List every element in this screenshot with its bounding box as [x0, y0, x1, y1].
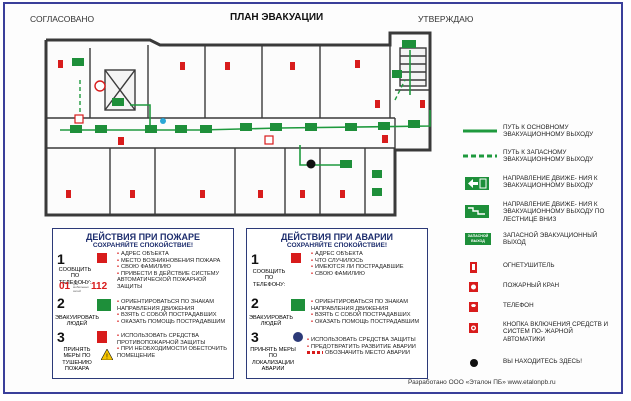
header-approved-left: СОГЛАСОВАНО: [30, 14, 95, 24]
fire-phone-note: для мобильных сетей: [73, 282, 89, 293]
accident-step-2-num: 2: [251, 295, 259, 311]
exit-sign-icon: [291, 299, 305, 311]
list-item: •ОКАЗАТЬ ПОМОЩЬ ПОСТРАДАВШИМ: [117, 318, 226, 325]
extinguisher-markers: [58, 60, 425, 198]
alarm-button-icon: [469, 323, 478, 333]
fire-step-2-num: 2: [57, 295, 65, 311]
legend-reserve-exit: ЗАПАСНОЙ ВЫХОД ЗАПАСНОЙ ЭВАКУАЦИОННЫЙ ВЫ…: [463, 232, 613, 248]
list-item: •ОРИЕНТИРОВАТЬСЯ ПО ЗНАКАМ НАПРАВЛЕНИЯ Д…: [311, 299, 408, 312]
accident-panel-title: ДЕЙСТВИЯ ПРИ АВАРИИ: [280, 232, 394, 242]
list-item: •ЧТО СЛУЧИЛОСЬ: [311, 257, 364, 264]
list-item: •ИСПОЛЬЗОВАТЬ СРЕДСТВА ПРОТИВОПОЖАРНОЙ З…: [117, 333, 206, 346]
reserve-evacuation-route: [79, 79, 406, 118]
fire-step-1-bullets: •АДРЕС ОБЪЕКТА •МЕСТО ВОЗНИКНОВЕНИЯ ПОЖА…: [117, 251, 231, 291]
legend-you-are-here: ВЫ НАХОДИТЕСЬ ЗДЕСЬ!: [463, 358, 613, 370]
list-item: •АДРЕС ОБЪЕКТА: [311, 251, 363, 257]
fire-step-3-num: 3: [57, 329, 65, 345]
you-are-here-dot-icon: [470, 359, 478, 367]
fire-phone-01: 01: [59, 281, 71, 292]
list-item: •АДРЕС ОБЪЕКТА: [117, 251, 169, 257]
legend-extinguisher: ОГНЕТУШИТЕЛЬ: [463, 262, 613, 274]
floor-plan: [44, 31, 432, 217]
list-item: •ВЗЯТЬ С СОБОЙ ПОСТРАДАВШИХ: [311, 312, 411, 319]
legend-main-route: ПУТЬ К ОСНОВНОМУ ЭВАКУАЦИОННОМУ ВЫХОДУ: [463, 124, 613, 146]
accident-step-2-bullets: •ОРИЕНТИРОВАТЬСЯ ПО ЗНАКАМ НАПРАВЛЕНИЯ Д…: [311, 299, 425, 325]
reserve-route-line-icon: [463, 154, 497, 158]
blue-marker: [160, 118, 166, 124]
fire-step-3-bullets: •ИСПОЛЬЗОВАТЬ СРЕДСТВА ПРОТИВОПОЖАРНОЙ З…: [117, 333, 231, 359]
developer-footer: Разработано ООО «Эталон ПБ» www.etalonpb…: [408, 379, 556, 386]
outer-walls: [44, 31, 432, 217]
fire-actions-panel: ДЕЙСТВИЯ ПРИ ПОЖАРЕ СОХРАНЯЙТЕ СПОКОЙСТВ…: [52, 228, 234, 379]
accident-panel-subtitle: СОХРАНЯЙТЕ СПОКОЙСТВИЕ!: [286, 242, 388, 249]
phone-icon: [97, 253, 107, 263]
stairs-down-sign-icon: [465, 205, 489, 218]
phone-icon: [291, 253, 301, 263]
no-smoking-sign: [94, 80, 106, 92]
legend-fire-hydrant: ПОЖАРНЫЙ КРАН: [463, 282, 613, 294]
svg-text:!: !: [106, 354, 108, 361]
list-item: •ОРИЕНТИРОВАТЬСЯ ПО ЗНАКАМ НАПРАВЛЕНИЯ Д…: [117, 299, 214, 312]
extinguisher-icon: [97, 331, 107, 343]
accident-step-3-num: 3: [251, 329, 259, 345]
list-item: •ПРИ НЕОБХОДИМОСТИ ОБЕСТОЧИТЬ ПОМЕЩЕНИЕ: [117, 346, 228, 359]
legend-reserve-route: ПУТЬ К ЗАПАСНОМУ ЭВАКУАЦИОННОМУ ВЫХОДУ: [463, 149, 613, 171]
legend-phone: ТЕЛЕФОН: [463, 302, 613, 314]
exit-sign-icon: [97, 299, 111, 311]
list-item: •ОБОЗНАЧИТЬ МЕСТО АВАРИИ: [307, 350, 425, 357]
accident-step-3-bullets: •ИСПОЛЬЗОВАТЬ СРЕДСТВА ЗАЩИТЫ •ПРЕДОТВРА…: [307, 337, 425, 357]
reserve-exit-sign-icon: ЗАПАСНОЙ ВЫХОД: [465, 233, 491, 245]
legend-alarm-button: КНОПКА ВКЛЮЧЕНИЯ СРЕДСТВ И СИСТЕМ ПО- ЖА…: [463, 321, 613, 345]
hydrant-markers: [74, 114, 388, 145]
accident-actions-panel: ДЕЙСТВИЯ ПРИ АВАРИИ СОХРАНЯЙТЕ СПОКОЙСТВ…: [246, 228, 428, 379]
fire-step-1-num: 1: [57, 251, 65, 267]
fire-phone-112: 112: [91, 281, 108, 292]
accident-step-1-num: 1: [251, 251, 259, 267]
list-item: •ПРИВЕСТИ В ДЕЙСТВИЕ СИСТЕМУ АВТОМАТИЧЕС…: [117, 270, 220, 290]
phone-icon: [469, 302, 478, 312]
main-route-line-icon: [463, 129, 497, 133]
header-approved-right: УТВЕРЖДАЮ: [418, 14, 474, 24]
extinguisher-icon: [470, 262, 477, 273]
list-item: •ПРЕДОТВРАТИТЬ РАЗВИТИЕ АВАРИИ: [307, 343, 416, 350]
exit-direction-sign-icon: [465, 177, 489, 190]
list-item: •ОКАЗАТЬ ПОМОЩЬ ПОСТРАДАВШИМ: [311, 318, 420, 325]
exit-direction-signs: [70, 40, 420, 196]
gas-mask-icon: [293, 332, 303, 342]
list-item: •СВОЮ ФАМИЛИЮ: [117, 264, 171, 271]
fire-panel-subtitle: СОХРАНЯЙТЕ СПОКОЙСТВИЕ!: [92, 242, 194, 249]
fire-step-2-bullets: •ОРИЕНТИРОВАТЬСЯ ПО ЗНАКАМ НАПРАВЛЕНИЯ Д…: [117, 299, 231, 325]
legend-exit-direction: НАПРАВЛЕНИЕ ДВИЖЕ- НИЯ К ЭВАКУАЦИОННОМУ …: [463, 175, 613, 197]
list-item: •МЕСТО ВОЗНИКНОВЕНИЯ ПОЖАРА: [117, 257, 221, 264]
legend-stairs-down: НАПРАВЛЕНИЕ ДВИЖЕ- НИЯ К ЭВАКУАЦИОННОМУ …: [463, 201, 613, 223]
accident-step-3-label: ПРИНЯТЬ МЕРЫ ПО ЛОКАЛИЗАЦИИ АВАРИИ: [250, 347, 296, 373]
fire-panel-title: ДЕЙСТВИЯ ПРИ ПОЖАРЕ: [85, 232, 201, 242]
you-are-here-marker: [306, 159, 316, 169]
fire-hydrant-icon: [469, 282, 478, 292]
list-item: •ИМЕЮТСЯ ЛИ ПОСТРАДАВШИЕ: [311, 264, 404, 271]
list-item: •СВОЮ ФАМИЛИЮ: [311, 270, 365, 277]
list-item: •ВЗЯТЬ С СОБОЙ ПОСТРАДАВШИХ: [117, 312, 217, 319]
fire-step-1-label: СООБЩИТЬ ПО ТЕЛЕФОНУ:: [58, 267, 92, 286]
warning-icon: !: [101, 349, 113, 360]
list-item: •ИСПОЛЬЗОВАТЬ СРЕДСТВА ЗАЩИТЫ: [307, 337, 416, 343]
fire-step-2-label: ЭВАКУИРОВАТЬ ЛЮДЕЙ: [55, 315, 100, 328]
accident-step-1-bullets: •АДРЕС ОБЪЕКТА •ЧТО СЛУЧИЛОСЬ •ИМЕЮТСЯ Л…: [311, 251, 425, 277]
page-title: ПЛАН ЭВАКУАЦИИ: [230, 12, 324, 23]
fire-step-3-label: ПРИНЯТЬ МЕРЫ ПО ТУШЕНИЮ ПОЖАРА: [62, 347, 92, 373]
accident-step-2-label: ЭВАКУИРОВАТЬ ЛЮДЕЙ: [249, 315, 294, 328]
accident-step-1-label: СООБЩИТЬ ПО ТЕЛЕФОНУ:: [252, 269, 286, 288]
